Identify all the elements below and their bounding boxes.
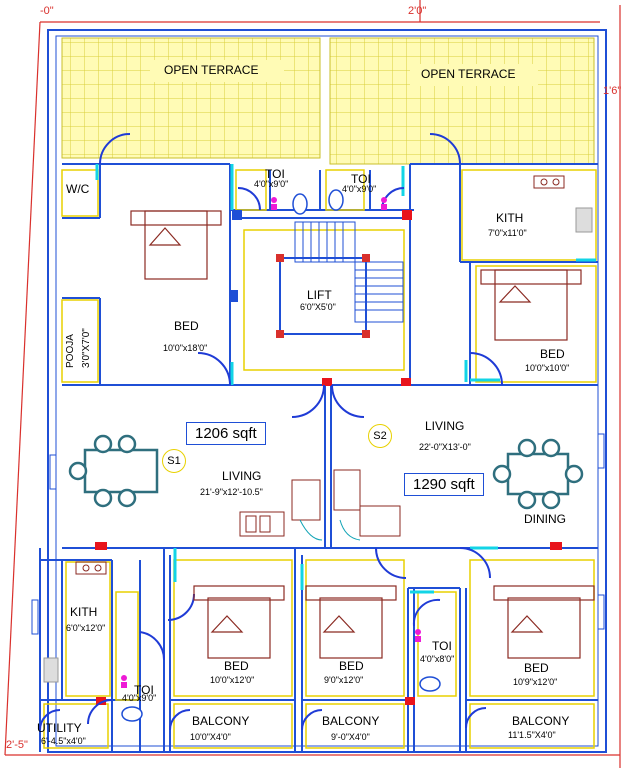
- living-right-size: 22'-0"X13'-0": [419, 442, 471, 452]
- kitchen-sinks: [43, 207, 593, 683]
- blue-columns: [230, 210, 242, 302]
- bed-b3-label: BED: [524, 661, 549, 675]
- bed-top-right-label: BED: [540, 347, 565, 361]
- dining-table-left: [68, 434, 159, 508]
- utility-label: UTILITY: [37, 721, 82, 735]
- bed-b1-size: 10'0"x12'0": [210, 675, 255, 685]
- area-left: 1206 sqft: [186, 422, 266, 445]
- tag-s2: S2: [368, 424, 392, 448]
- terrace-right-label: OPEN TERRACE: [421, 67, 516, 81]
- dim-bottom-left: 2'-5": [6, 739, 28, 751]
- toi-right-label: TOI: [351, 172, 371, 186]
- toi-b-left-label: TOI: [134, 683, 154, 697]
- utility-size: 6'-4.5"x4'0": [41, 736, 86, 746]
- tag-s1: S1: [162, 449, 186, 473]
- dim-top-mid: 2'0": [408, 5, 427, 17]
- kith-top-size: 7'0"x11'0": [488, 228, 527, 238]
- wc-label: W/C: [66, 182, 90, 196]
- terrace-left-label: OPEN TERRACE: [164, 63, 259, 77]
- toi-b-right-size: 4'0"x8'0": [420, 654, 455, 664]
- living-left-label: LIVING: [222, 469, 262, 483]
- balcony1-size: 10'0"X4'0": [190, 732, 231, 742]
- kitchen-fixtures: [75, 175, 565, 575]
- wash-basins: [121, 197, 421, 688]
- cyan-segments: [95, 164, 596, 594]
- kith-top-label: KITH: [496, 211, 524, 225]
- bed-top-left-size: 10'0"x18'0": [163, 343, 208, 353]
- bed-b3-size: 10'9"x12'0": [513, 677, 558, 687]
- kith-bottom-size: 6'0"x12'0": [66, 623, 106, 633]
- lift-shaft: [276, 254, 370, 338]
- balcony1-label: BALCONY: [192, 714, 250, 728]
- staircase: [294, 221, 404, 323]
- living-right-label: LIVING: [425, 419, 465, 433]
- toi-b-left-size: 4'0"x9'0": [122, 693, 157, 703]
- dim-right: 1'6": [603, 85, 622, 97]
- outer-walls: [47, 29, 607, 753]
- bed-b2-label: BED: [339, 659, 364, 673]
- balcony3-size: 11'1.5"X4'0": [508, 730, 556, 740]
- side-windows: [31, 433, 605, 635]
- kith-bottom-label: KITH: [70, 605, 98, 619]
- open-terrace: [61, 37, 595, 165]
- balcony2-size: 9'-0"X4'0": [331, 732, 370, 742]
- toilets: [121, 189, 441, 722]
- beds: [130, 210, 595, 659]
- columns: [95, 210, 562, 705]
- toi-b-right-label: TOI: [432, 639, 452, 653]
- pooja-label: POOJA: [65, 334, 76, 368]
- living-left-size: 21'-9"x12'-10.5": [200, 487, 263, 497]
- door-swings: [39, 133, 503, 731]
- area-right: 1290 sqft: [404, 473, 484, 496]
- pooja-size: 3'0"X7'0": [81, 328, 92, 368]
- toi-left-label: TOI: [265, 167, 285, 181]
- dining-label: DINING: [524, 512, 566, 526]
- bed-b1-label: BED: [224, 659, 249, 673]
- balcony3-label: BALCONY: [512, 714, 570, 728]
- lift-label: LIFT: [307, 288, 332, 302]
- bed-top-left-label: BED: [174, 319, 199, 333]
- toi-right-size: 4'0"x9'0": [342, 184, 377, 194]
- yellow-outlines: [43, 169, 597, 749]
- balcony2-label: BALCONY: [322, 714, 380, 728]
- sofas: [239, 469, 401, 541]
- lift-size: 6'0"X5'0": [300, 302, 336, 312]
- toi-left-size: 4'0"x9'0": [254, 179, 289, 189]
- dim-top-left: -0": [40, 5, 54, 17]
- bed-b2-size: 9'0"x12'0": [324, 675, 364, 685]
- dining-table-right: [492, 438, 584, 510]
- bed-top-right-size: 10'0"x10'0": [525, 363, 570, 373]
- site-boundary: [4, 0, 621, 768]
